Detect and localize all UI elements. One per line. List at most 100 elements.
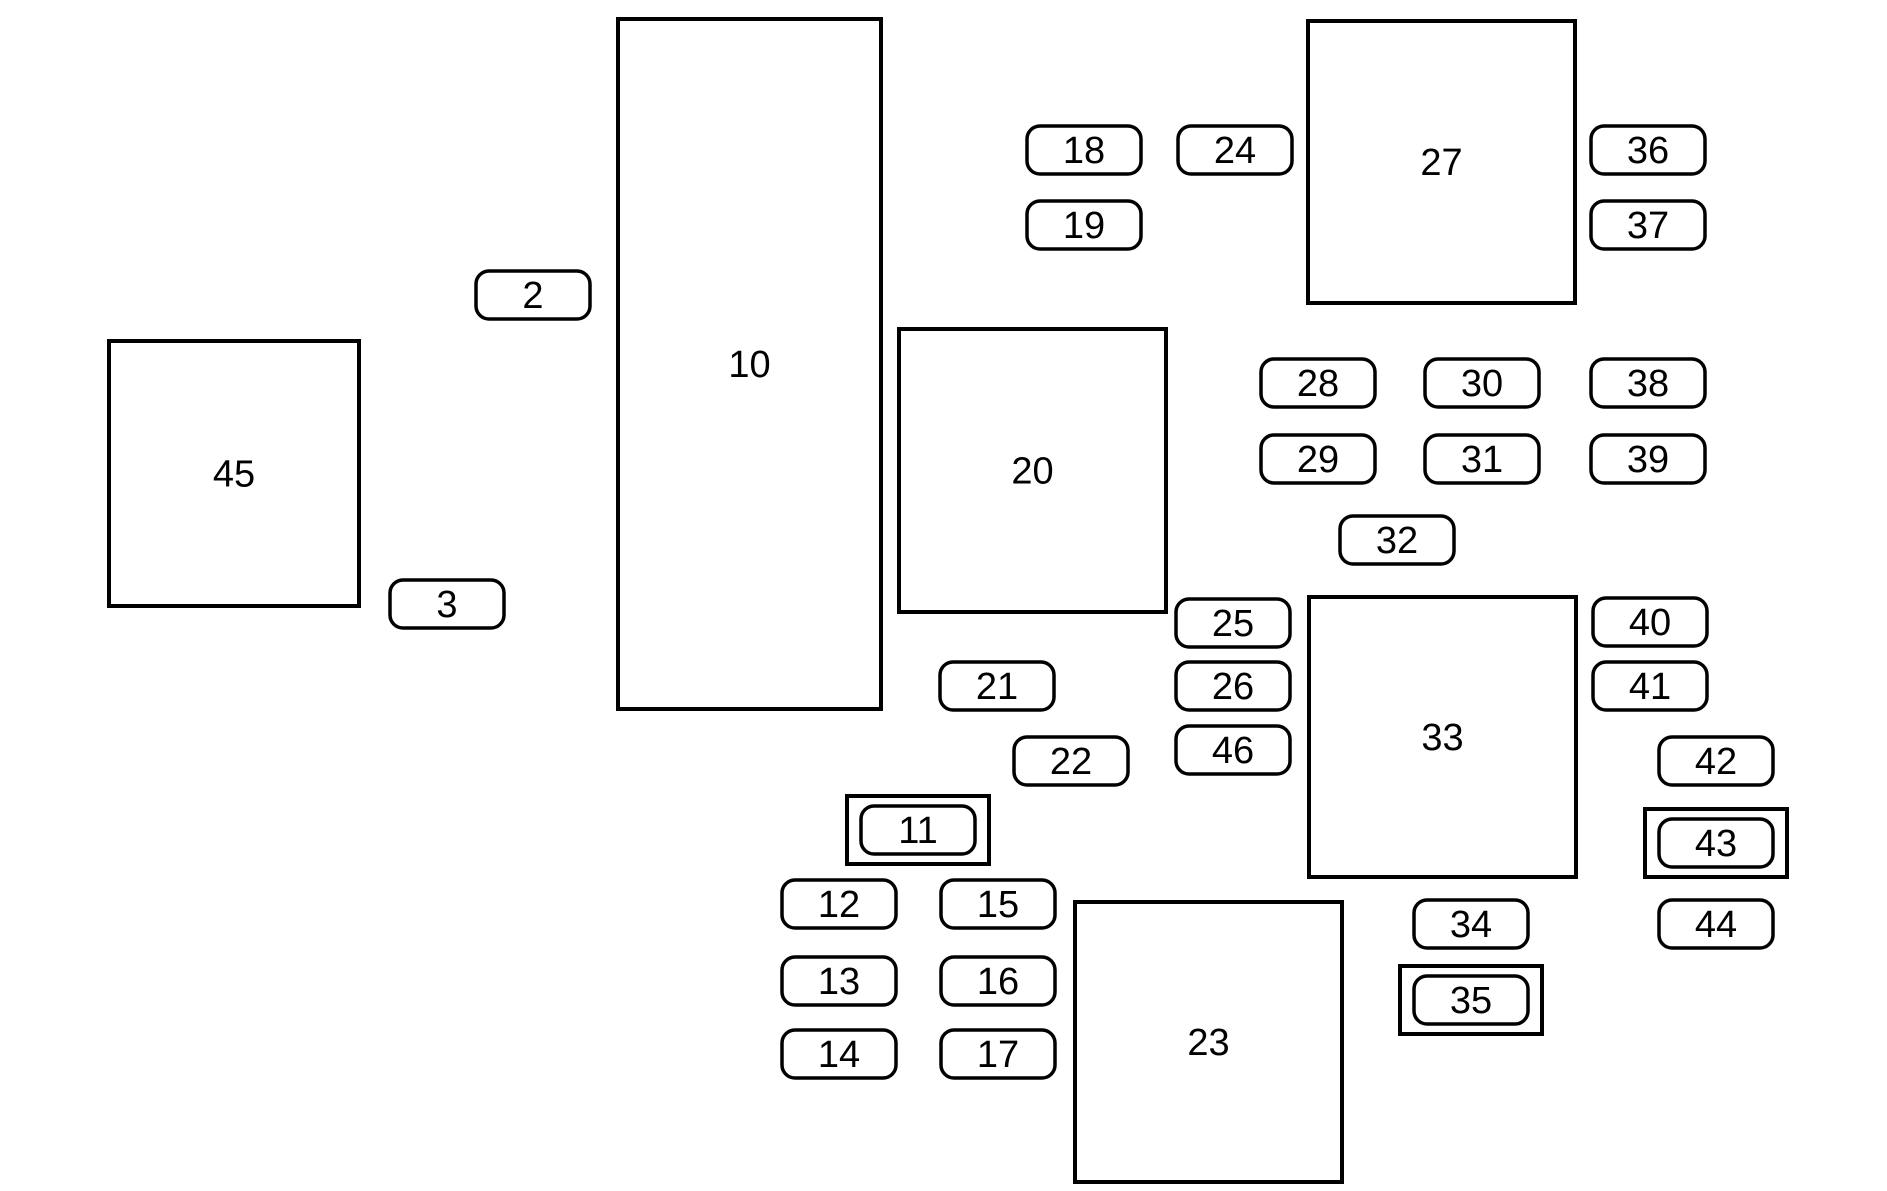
fuse-18: 18 bbox=[1025, 124, 1143, 176]
fuse-46-label: 46 bbox=[1212, 730, 1254, 772]
fuse-28-label: 28 bbox=[1297, 363, 1339, 405]
fuse-36-label: 36 bbox=[1627, 130, 1669, 172]
fuse-39-outline bbox=[1589, 433, 1707, 485]
fuse-36: 36 bbox=[1589, 124, 1707, 176]
fuse-39: 39 bbox=[1589, 433, 1707, 485]
fuse-17-label: 17 bbox=[977, 1034, 1019, 1076]
fuse-31-label: 31 bbox=[1461, 439, 1503, 481]
fuse-13: 13 bbox=[780, 955, 898, 1007]
fuse-15-outline bbox=[939, 878, 1057, 930]
fuse-46-outline bbox=[1174, 724, 1292, 776]
fuse-18-outline bbox=[1025, 124, 1143, 176]
fuse-22-label: 22 bbox=[1050, 741, 1092, 783]
fuse-22-outline bbox=[1012, 735, 1130, 787]
relay-33-outline bbox=[1307, 595, 1578, 879]
fuse-35-label: 35 bbox=[1450, 980, 1492, 1022]
fuse-32-outline bbox=[1338, 514, 1456, 566]
relay-45-outline bbox=[107, 339, 361, 608]
fuse-14-outline bbox=[780, 1028, 898, 1080]
fuse-19-label: 19 bbox=[1063, 205, 1105, 247]
fuse-41-outline bbox=[1591, 660, 1709, 712]
fuse-19: 19 bbox=[1025, 199, 1143, 251]
relay-27-outline bbox=[1306, 19, 1577, 305]
relay-45-label: 45 bbox=[213, 454, 255, 496]
fuse-44-outline bbox=[1657, 898, 1775, 950]
fuse-31: 31 bbox=[1423, 433, 1541, 485]
fuse-43: 43 bbox=[1643, 807, 1789, 879]
fuse-42-label: 42 bbox=[1695, 741, 1737, 783]
fuse-31-outline bbox=[1423, 433, 1541, 485]
fuse-17-outline bbox=[939, 1028, 1057, 1080]
relay-10-outline bbox=[616, 17, 883, 711]
fuse-13-outline bbox=[780, 955, 898, 1007]
fuse-29: 29 bbox=[1259, 433, 1377, 485]
fuse-44: 44 bbox=[1657, 898, 1775, 950]
fuse-40-label: 40 bbox=[1629, 602, 1671, 644]
relay-33-label: 33 bbox=[1421, 717, 1463, 759]
fuse-2-outline bbox=[474, 269, 592, 321]
fuse-42: 42 bbox=[1657, 735, 1775, 787]
fuse-38-label: 38 bbox=[1627, 363, 1669, 405]
fuse-25-outline bbox=[1174, 597, 1292, 649]
fuse-41: 41 bbox=[1591, 660, 1709, 712]
fuse-17: 17 bbox=[939, 1028, 1057, 1080]
fuse-29-label: 29 bbox=[1297, 439, 1339, 481]
fuse-44-label: 44 bbox=[1695, 904, 1737, 946]
fuse-11-frame bbox=[845, 794, 991, 866]
relay-27-label: 27 bbox=[1420, 142, 1462, 184]
fuse-42-outline bbox=[1657, 735, 1775, 787]
fuse-37-label: 37 bbox=[1627, 205, 1669, 247]
fuse-28-outline bbox=[1259, 357, 1377, 409]
fuse-11: 11 bbox=[845, 794, 991, 866]
fuse-16: 16 bbox=[939, 955, 1057, 1007]
fuse-37: 37 bbox=[1589, 199, 1707, 251]
fuse-29-outline bbox=[1259, 433, 1377, 485]
fuse-22: 22 bbox=[1012, 735, 1130, 787]
fuse-25: 25 bbox=[1174, 597, 1292, 649]
relay-23: 23 bbox=[1073, 900, 1344, 1184]
fuse-46: 46 bbox=[1174, 724, 1292, 776]
fuse-32-label: 32 bbox=[1376, 520, 1418, 562]
fuse-2-label: 2 bbox=[522, 275, 543, 317]
fuse-15-label: 15 bbox=[977, 884, 1019, 926]
fuse-14: 14 bbox=[780, 1028, 898, 1080]
fuse-12-outline bbox=[780, 878, 898, 930]
fuse-12: 12 bbox=[780, 878, 898, 930]
relay-33: 33 bbox=[1307, 595, 1578, 879]
fuse-38: 38 bbox=[1589, 357, 1707, 409]
relay-20-outline bbox=[897, 327, 1168, 614]
fuse-41-label: 41 bbox=[1629, 666, 1671, 708]
relay-23-label: 23 bbox=[1187, 1022, 1229, 1064]
fuse-30-outline bbox=[1423, 357, 1541, 409]
fuse-24-label: 24 bbox=[1214, 130, 1256, 172]
fuse-34-label: 34 bbox=[1450, 904, 1492, 946]
relay-10-label: 10 bbox=[728, 344, 770, 386]
fuse-21: 21 bbox=[938, 660, 1056, 712]
fuse-35-frame bbox=[1398, 964, 1544, 1036]
fuse-24-outline bbox=[1176, 124, 1294, 176]
relay-23-outline bbox=[1073, 900, 1344, 1184]
fuse-43-frame bbox=[1643, 807, 1789, 879]
fuse-14-label: 14 bbox=[818, 1034, 860, 1076]
fuse-3: 3 bbox=[388, 578, 506, 630]
fuse-37-outline bbox=[1589, 199, 1707, 251]
fuse-15: 15 bbox=[939, 878, 1057, 930]
fuse-3-outline bbox=[388, 578, 506, 630]
fuse-13-label: 13 bbox=[818, 961, 860, 1003]
fuse-18-label: 18 bbox=[1063, 130, 1105, 172]
fuse-43-outline bbox=[1657, 817, 1775, 869]
fuse-34-outline bbox=[1412, 898, 1530, 950]
fuse-19-outline bbox=[1025, 199, 1143, 251]
fuse-26: 26 bbox=[1174, 660, 1292, 712]
relay-27: 27 bbox=[1306, 19, 1577, 305]
fuse-35: 35 bbox=[1398, 964, 1544, 1036]
fuse-12-label: 12 bbox=[818, 884, 860, 926]
fuse-21-label: 21 bbox=[976, 666, 1018, 708]
fuse-11-label: 11 bbox=[898, 810, 937, 852]
fuse-34: 34 bbox=[1412, 898, 1530, 950]
fuse-21-outline bbox=[938, 660, 1056, 712]
fuse-43-label: 43 bbox=[1695, 823, 1737, 865]
fuse-35-outline bbox=[1412, 974, 1530, 1026]
fuse-28: 28 bbox=[1259, 357, 1377, 409]
